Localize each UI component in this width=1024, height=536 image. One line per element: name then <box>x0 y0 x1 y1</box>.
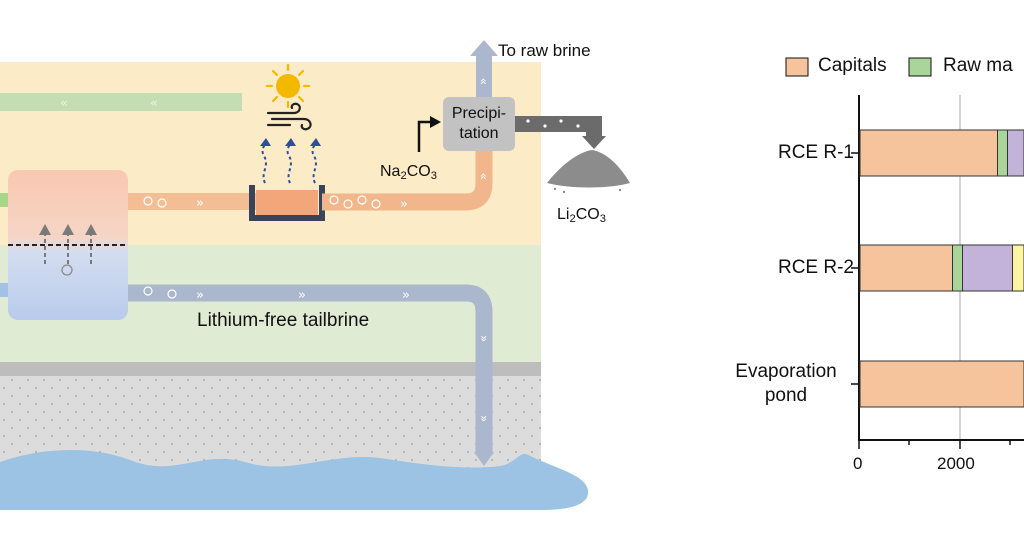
product-chute <box>515 116 602 136</box>
svg-text:»: » <box>476 173 490 180</box>
concentrate-pipe <box>322 150 493 211</box>
inflow-band <box>0 93 242 111</box>
category-label-rce-r1: RCE R-1 <box>777 142 854 163</box>
legend-label-raw-ma: Raw ma <box>943 55 1013 76</box>
down-arrow-icon <box>582 136 606 149</box>
na2co3-label: Na2CO3 <box>380 163 437 182</box>
up-arrow-icon <box>470 40 498 56</box>
svg-text:»: » <box>477 415 491 422</box>
sun-icon <box>265 63 311 109</box>
x-tick-label-0: 0 <box>853 454 863 473</box>
legend-swatch-raw-ma <box>908 57 932 77</box>
tailbrine-label: Lithium-free tailbrine <box>197 310 370 331</box>
li2co3-pile <box>547 150 630 188</box>
svg-text:«: « <box>60 96 68 111</box>
bar-segment-1-2 <box>962 244 1013 292</box>
svg-text:»: » <box>196 288 204 303</box>
category-label-evaporation-pond: Evaporation pond <box>735 361 837 406</box>
return-pipe <box>476 55 492 97</box>
na2co3-dosing-arrow <box>417 120 432 152</box>
svg-text:»: » <box>298 288 306 303</box>
ground-strip <box>0 362 541 376</box>
underground-water <box>0 450 589 510</box>
svg-text:»: » <box>196 196 204 211</box>
x-tick-label-2000: 2000 <box>937 454 975 473</box>
li2co3-label: Li2CO3 <box>557 206 606 225</box>
lithium-ion-icon <box>61 264 73 276</box>
ion-migration-arrows <box>44 232 92 264</box>
legend-label-capitals: Capitals <box>818 55 887 76</box>
bar-segment-1-3 <box>1012 244 1024 292</box>
bar-segment-1-1 <box>952 244 963 292</box>
evaporation-vapor-icon <box>261 142 317 184</box>
precipitation-label: Precipi- tation <box>443 97 515 151</box>
bar-segment-0-1 <box>997 129 1008 177</box>
chart-bars <box>859 129 1024 408</box>
tailbrine-pipe <box>128 284 493 455</box>
bar-segment-1-0 <box>859 244 953 292</box>
precipitation-box <box>443 97 515 151</box>
bar-segment-2-0 <box>859 360 1024 408</box>
to-raw-brine-label: To raw brine <box>498 41 591 60</box>
svg-text:»: » <box>402 288 410 303</box>
svg-text:»: » <box>477 335 491 342</box>
svg-text:»: » <box>476 78 490 85</box>
svg-text:»: » <box>400 197 408 212</box>
bar-segment-0-2 <box>1007 129 1024 177</box>
lithium-rich-pipe <box>128 193 260 210</box>
wind-icon <box>266 102 312 131</box>
category-label-rce-r2: RCE R-2 <box>777 257 854 278</box>
svg-text:«: « <box>150 96 158 111</box>
precipitation-label-line2: tation <box>459 125 499 142</box>
precipitation-label-line1: Precipi- <box>451 105 507 122</box>
legend-swatch-capitals <box>785 57 809 77</box>
bar-segment-0-0 <box>859 129 998 177</box>
